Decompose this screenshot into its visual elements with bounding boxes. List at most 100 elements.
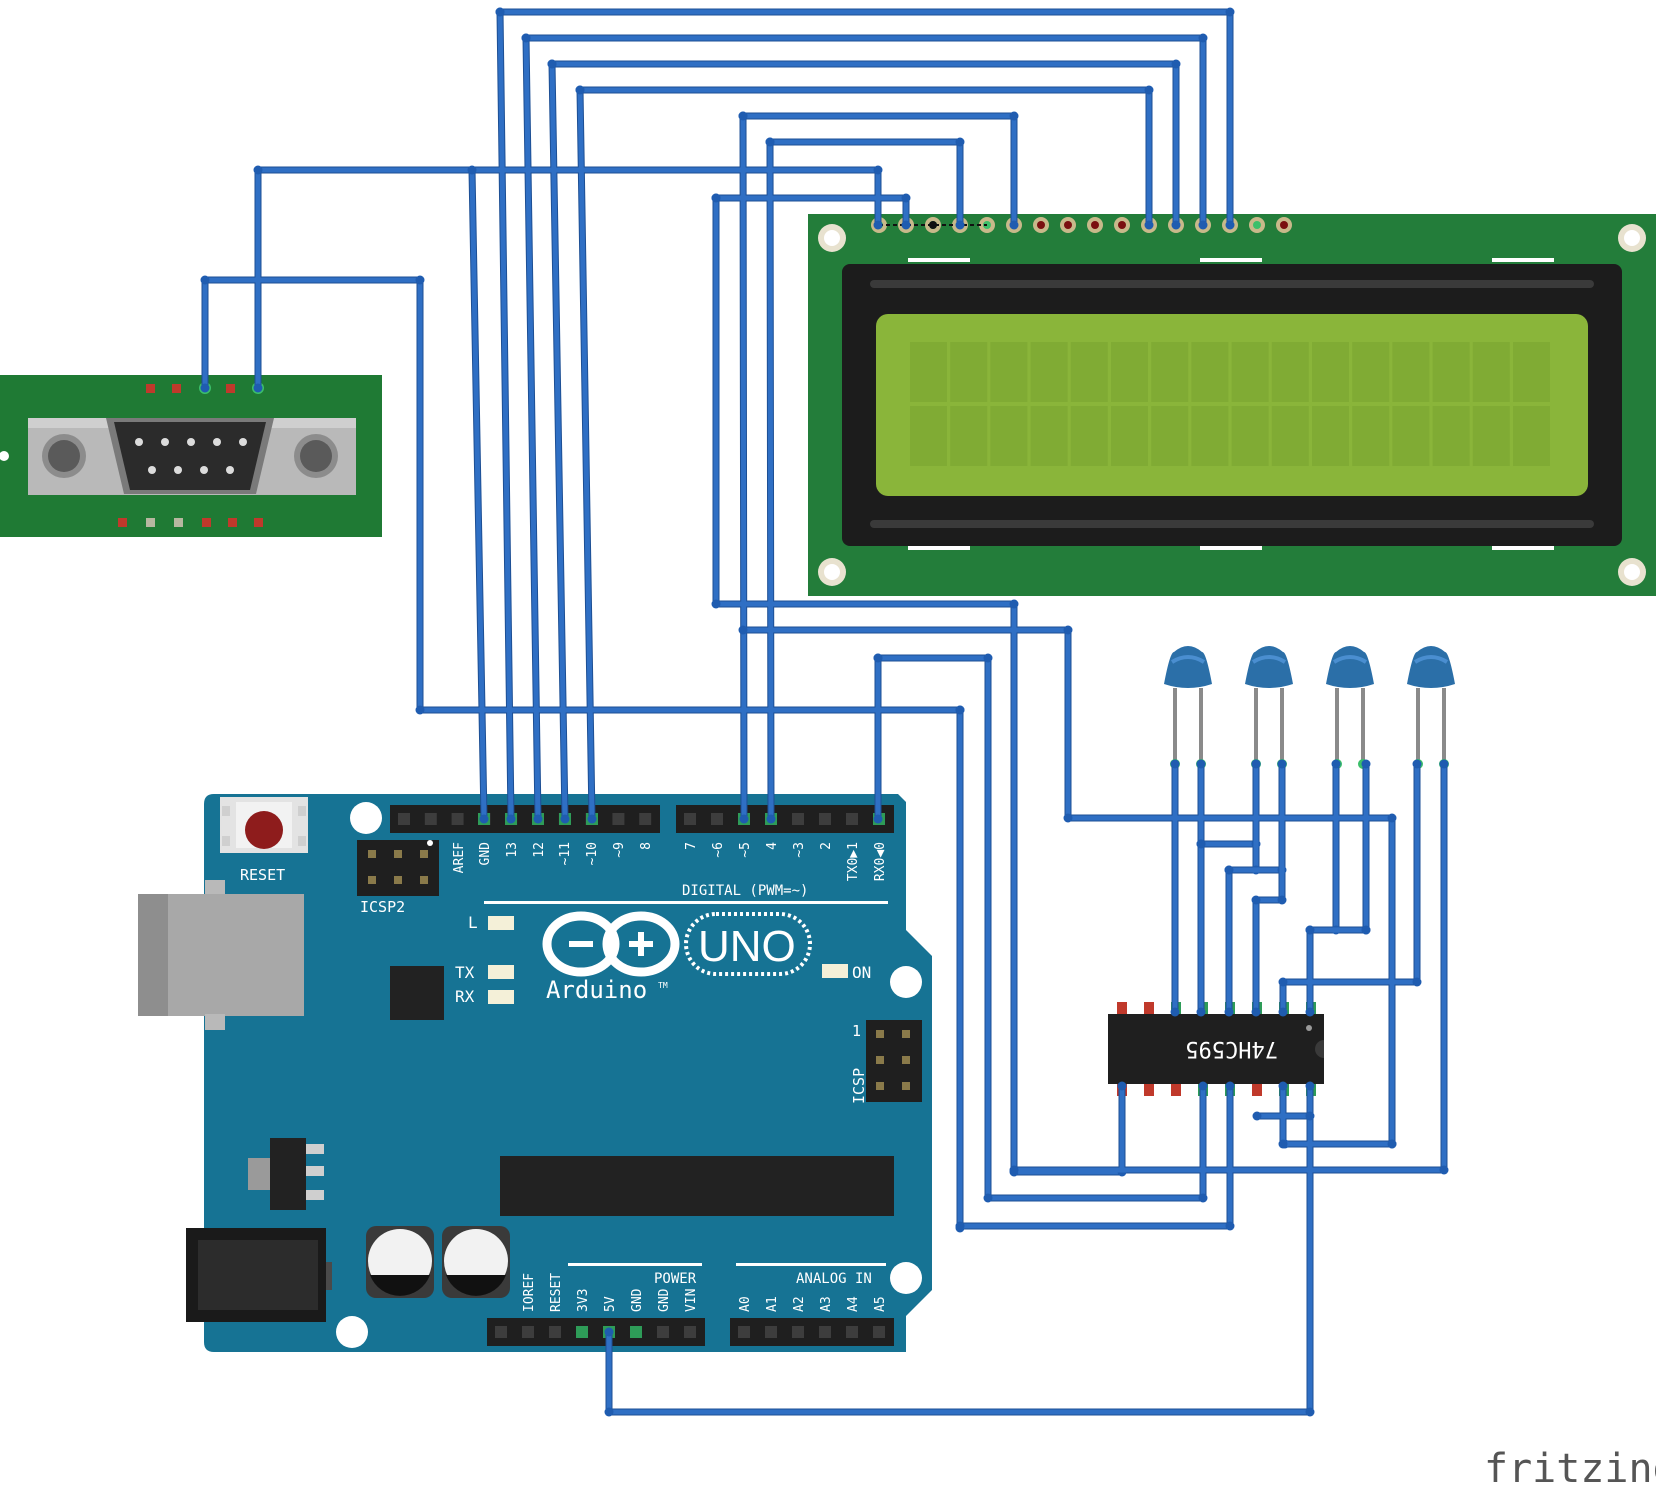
lcd-cell xyxy=(950,406,988,466)
header-pin xyxy=(398,813,410,825)
electrolytic-capacitor xyxy=(442,1226,510,1298)
lcd-cell xyxy=(1191,342,1229,402)
wire-bendpoint xyxy=(1277,759,1287,769)
wire-bendpoint xyxy=(560,814,570,824)
lcd-cell xyxy=(1271,406,1309,466)
usb-b-connector[interactable] xyxy=(138,880,304,1030)
ceramic-capacitors xyxy=(1164,646,1455,769)
wire-bendpoint xyxy=(873,814,883,824)
lcd-cell xyxy=(1231,342,1269,402)
power-pin-label: 3V3 xyxy=(576,1289,591,1312)
wire-outline xyxy=(1306,760,1340,1016)
dc-power-jack[interactable] xyxy=(186,1228,332,1322)
db9-serial-board xyxy=(0,375,382,537)
analog-header-label: ANALOG IN xyxy=(796,1271,872,1287)
header-pin xyxy=(549,1326,561,1338)
wire-bendpoint xyxy=(1278,977,1288,987)
wire-bendpoint xyxy=(1278,1007,1288,1017)
lcd-cell xyxy=(1271,342,1309,402)
reset-button-cap[interactable] xyxy=(245,811,283,849)
wire xyxy=(713,195,1125,1175)
wire-bendpoint xyxy=(467,165,477,175)
wire-bendpoint xyxy=(711,599,721,609)
wire-bendpoint xyxy=(1196,759,1206,769)
db9-pins xyxy=(135,438,247,474)
lcd-cell xyxy=(1472,406,1510,466)
wire-bendpoint xyxy=(1225,220,1235,230)
lcd-cell xyxy=(1392,342,1430,402)
wire-bendpoint xyxy=(955,1221,965,1231)
wire-bendpoint xyxy=(1439,1165,1449,1175)
wire xyxy=(1280,761,1420,1015)
analog-pin-label: A5 xyxy=(873,1296,888,1312)
lcd-cell xyxy=(1312,342,1349,402)
logo-uno-text: UNO xyxy=(698,922,796,971)
icsp-header xyxy=(866,1020,922,1102)
wire-bendpoint xyxy=(1009,1165,1019,1175)
digital-pin-label: ~6 xyxy=(711,842,726,858)
header-pin xyxy=(819,813,831,825)
lcd-cell xyxy=(1513,342,1550,402)
led-on-label: ON xyxy=(852,963,871,982)
mount-screw-left xyxy=(48,440,80,472)
header-pin xyxy=(684,1326,696,1338)
analog-pin-label: A3 xyxy=(819,1296,834,1312)
wire-outline xyxy=(1197,760,1260,848)
wire-bendpoint xyxy=(1387,813,1397,823)
header-pin xyxy=(657,1326,669,1338)
lcd-pin-hole xyxy=(1253,221,1261,229)
wire-bendpoint xyxy=(1225,7,1235,17)
wire-bendpoint xyxy=(521,33,531,43)
wire-bendpoint xyxy=(1063,625,1073,635)
power-pin-label: GND xyxy=(657,1288,672,1312)
wire xyxy=(523,35,541,822)
power-pin-label: GND xyxy=(630,1288,645,1312)
lcd-pin-hole xyxy=(1118,221,1126,229)
wire-bendpoint xyxy=(738,111,748,121)
analog-header xyxy=(730,1318,894,1346)
digital-pin-label: ~10 xyxy=(585,842,600,865)
power-pin-label: IOREF xyxy=(522,1273,537,1312)
reset-button[interactable] xyxy=(220,797,308,853)
power-pin-label: 5V xyxy=(603,1296,618,1312)
power-pin-label: VIN xyxy=(684,1289,699,1312)
shift-register-74hc595: 74HC595 xyxy=(1108,1002,1324,1096)
wire xyxy=(1253,761,1285,1015)
wire-bendpoint xyxy=(1251,1007,1261,1017)
lcd-cell xyxy=(1231,406,1269,466)
digital-pin-label: ~9 xyxy=(612,842,627,858)
header-pin xyxy=(576,1326,588,1338)
wire xyxy=(767,139,963,228)
header-pin xyxy=(846,1326,858,1338)
digital-pin-label: 8 xyxy=(639,842,654,850)
digital-pin-label: GND xyxy=(478,842,493,866)
wire-bendpoint xyxy=(711,193,721,203)
wire xyxy=(740,113,747,822)
lcd-cell xyxy=(950,342,988,402)
wire-bendpoint xyxy=(547,59,557,69)
analog-pin-label: A1 xyxy=(765,1296,780,1312)
lcd-screen xyxy=(876,314,1588,496)
mount-hole xyxy=(336,1316,368,1348)
wire-bendpoint xyxy=(1305,1081,1315,1091)
wire-bendpoint xyxy=(200,383,210,393)
lcd-pin-hole xyxy=(1280,221,1288,229)
wire-bendpoint xyxy=(1361,925,1371,935)
usb-interface-chip xyxy=(390,966,444,1020)
wire-bendpoint xyxy=(901,220,911,230)
wire-bendpoint xyxy=(1144,220,1154,230)
lcd-cell xyxy=(1070,342,1108,402)
wire-bendpoint xyxy=(415,275,425,285)
digital-pin-label: AREF xyxy=(452,842,467,873)
lcd-cell xyxy=(1352,342,1390,402)
wire xyxy=(767,139,774,822)
wire-outline xyxy=(766,138,964,229)
digital-pin-label: 7 xyxy=(684,842,699,850)
wires xyxy=(200,7,1449,1417)
ceramic-capacitor xyxy=(1164,646,1212,769)
wire-bendpoint xyxy=(575,85,585,95)
wire-bendpoint xyxy=(1305,1007,1315,1017)
wire-bendpoint xyxy=(901,193,911,203)
digital-pin-label: ~5 xyxy=(738,842,753,858)
wire-bendpoint xyxy=(1225,1081,1235,1091)
